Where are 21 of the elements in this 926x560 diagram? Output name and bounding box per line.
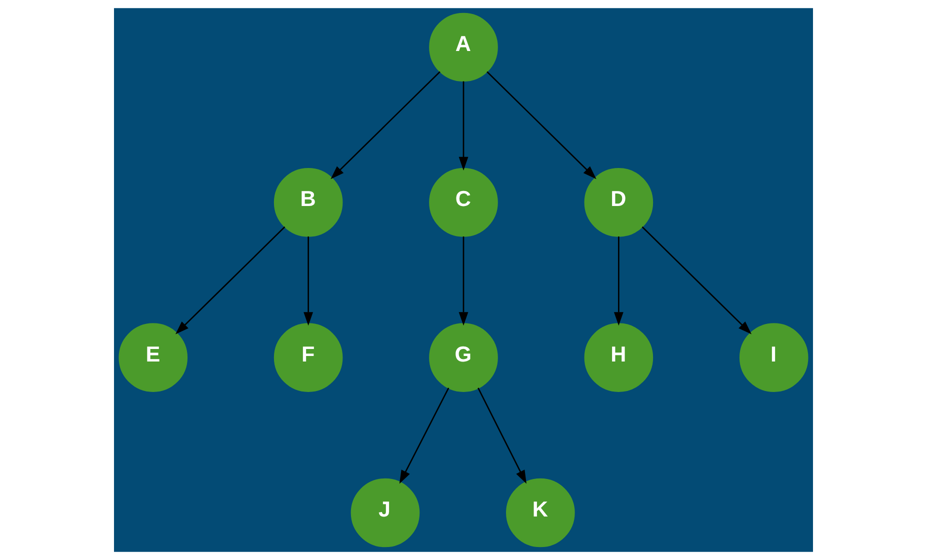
arrow: [458, 81, 468, 170]
arrow: [477, 388, 526, 484]
arrow: [613, 236, 623, 326]
node-circle: F: [273, 323, 342, 392]
arrow: [641, 226, 752, 334]
arrow: [458, 236, 468, 326]
node-circle: J: [350, 478, 420, 548]
arrow: [330, 71, 440, 180]
node-circle: H: [584, 323, 653, 392]
node-circle: E: [118, 323, 188, 392]
node-circle: A: [428, 12, 498, 82]
arrow: [174, 226, 285, 334]
node-circle: I: [738, 323, 808, 392]
node-circle: C: [428, 168, 498, 237]
node-circle: D: [584, 168, 653, 237]
node-circle: K: [506, 478, 574, 548]
arrow: [303, 236, 313, 326]
node-circle: B: [273, 168, 342, 237]
node-circle: G: [428, 323, 498, 392]
arrow: [398, 388, 449, 484]
arrow: [486, 71, 596, 180]
